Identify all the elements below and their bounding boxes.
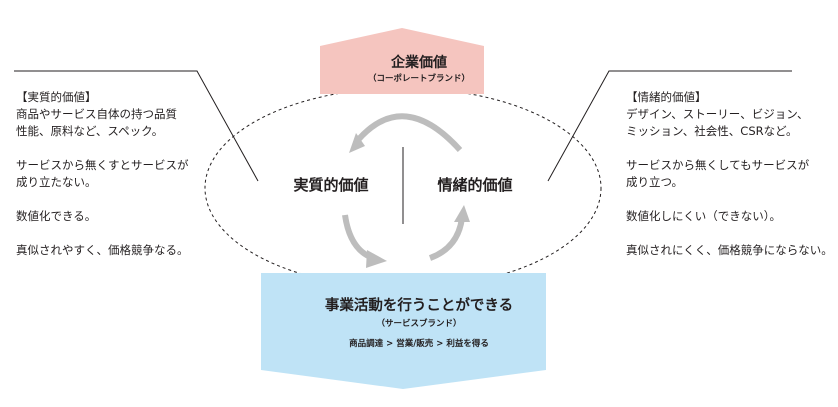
left-panel-point: 数値化できる。 [16,209,97,223]
service-brand-box [261,273,546,389]
left-panel-point: 成り立たない。 [16,175,97,189]
emotional-value-description: 【情緒的価値】 デザイン、ストーリー、ビジョン、 ミッション、社会性、CSRなど… [626,89,833,259]
cycle-arrow-right [428,217,465,261]
right-panel-point: 数値化しにくい（できない）。 [626,209,782,223]
corporate-brand-subtitle: （コーポレートブランド） [367,74,470,84]
left-callout-line [14,70,259,182]
right-panel-point: 成り立つ。 [626,175,684,189]
left-panel-heading: 【実質的価値】 [16,90,97,104]
left-panel-line: 性能、原料など、スペック。 [16,124,164,138]
left-panel-point: サービスから無くすとサービスが [16,158,189,172]
left-panel-line: 商品やサービス自体の持つ品質 [16,107,177,121]
right-callout-line [547,70,792,182]
right-panel-line: ミッション、社会性、CSRなど。 [626,124,798,138]
right-panel-line: デザイン、ストーリー、ビジョン、 [626,107,809,121]
functional-value-description: 【実質的価値】 商品やサービス自体の持つ品質 性能、原料など、スペック。 サービ… [16,89,189,259]
right-panel-heading: 【情緒的価値】 [626,90,707,104]
left-panel-point: 真似されやすく、価格競争なる。 [16,243,189,257]
right-panel-point: 真似されにくく、価格競争にならない。 [626,243,833,257]
business-activity-title: 事業活動を行うことができる [324,298,514,314]
corporate-brand-box [320,28,484,94]
cycle-arrowhead-top [349,133,365,153]
functional-value-label: 実質的価値 [293,176,369,194]
cycle-arrow-top [355,113,463,153]
corporate-value-title: 企業価値 [391,55,447,71]
cycle-arrowhead-left [366,250,387,268]
business-flow-text: 商品調達 > 営業/販売 > 利益を得る [349,339,489,349]
emotional-value-label: 情緒的価値 [437,176,513,194]
service-brand-subtitle: （サービスブランド） [376,319,462,329]
cycle-arrowhead-right [454,205,470,222]
right-panel-point: サービスから無くしてもサービスが [626,158,810,172]
